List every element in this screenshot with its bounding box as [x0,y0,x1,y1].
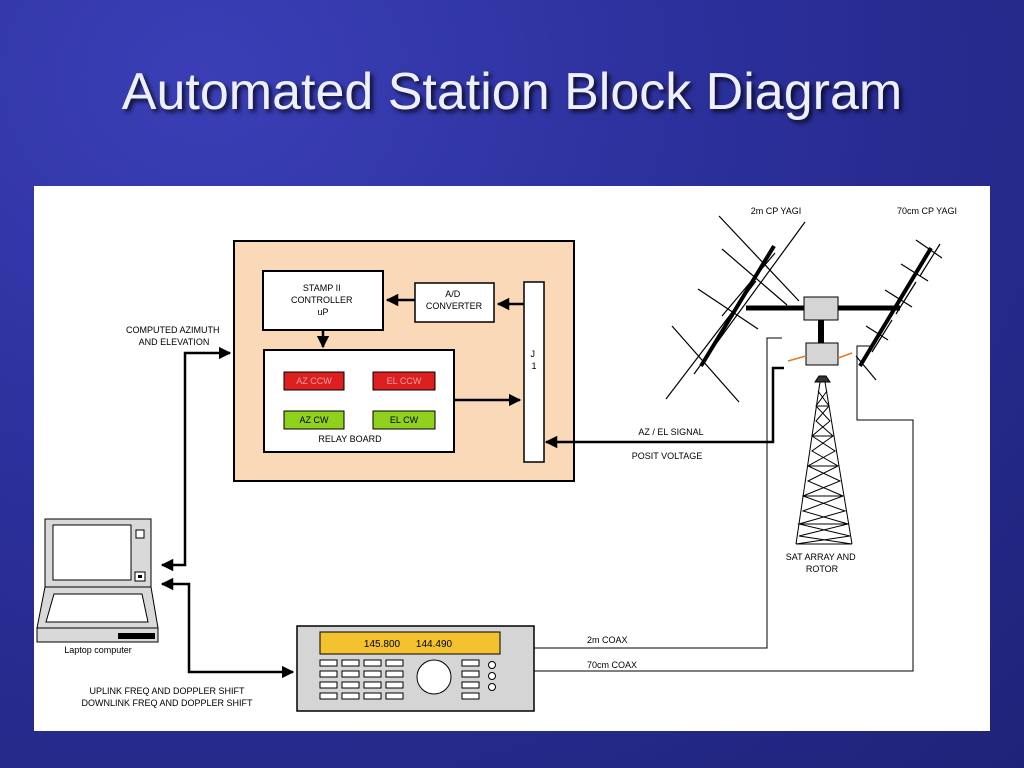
computed-azimuth-label: COMPUTED AZIMUTH AND ELEVATION [126,325,222,347]
ad-converter-label: A/D CONVERTER [426,289,483,311]
arrow-rotor-to-j1 [544,366,784,449]
relay-el-cw [372,410,436,430]
yagi-2m-label: 2m CP YAGI [751,206,802,216]
relay-el-ccw-label: EL CCW [387,376,422,386]
sat-array-label: SAT ARRAY AND ROTOR [786,552,858,574]
coax-70cm-line [534,345,914,672]
j1-connector [523,281,545,463]
stamp-controller-box [262,270,384,331]
laptop-label: Laptop computer [64,645,132,655]
rotor-assembly [746,296,900,366]
relay-az-ccw [283,371,345,391]
stamp-controller-label: STAMP II CONTROLLER uP [291,283,355,317]
coax-2m-line [534,337,782,649]
coax-2m-label: 2m COAX [587,635,628,645]
relay-az-cw-label: AZ CW [300,415,330,425]
coax-70cm-label: 70cm COAX [587,660,637,670]
uplink-label: UPLINK FREQ AND DOPPLER SHIFT [89,686,245,696]
relay-board-label: RELAY BOARD [318,434,382,444]
block-diagram: STAMP II CONTROLLER uP A/D CONVERTER AZ … [34,186,990,731]
yagi-2m-antenna [665,215,806,403]
yagi-70cm-label: 70cm CP YAGI [897,206,957,216]
radio-freq-2: 144.490 [416,639,453,650]
lattice-tower [795,375,853,545]
j1-label: J 1 [530,349,537,371]
relay-az-cw [283,410,345,430]
diagram-svg: STAMP II CONTROLLER uP A/D CONVERTER AZ … [36,206,957,712]
slide-title: Automated Station Block Diagram [121,63,903,121]
az-el-signal-label: AZ / EL SIGNAL [638,427,703,437]
relay-el-cw-label: EL CW [390,415,419,425]
radio-transceiver [296,625,535,712]
arrow-laptop-to-radio [160,577,295,679]
relay-el-ccw [372,371,436,391]
arrow-laptop-to-controller [160,346,232,572]
laptop-icon [36,518,159,643]
radio-freq-1: 145.800 [364,639,401,650]
relay-az-ccw-label: AZ CCW [296,376,332,386]
downlink-label: DOWNLINK FREQ AND DOPPLER SHIFT [81,698,253,708]
ad-converter-box [414,282,495,323]
posit-voltage-label: POSIT VOLTAGE [632,451,703,461]
